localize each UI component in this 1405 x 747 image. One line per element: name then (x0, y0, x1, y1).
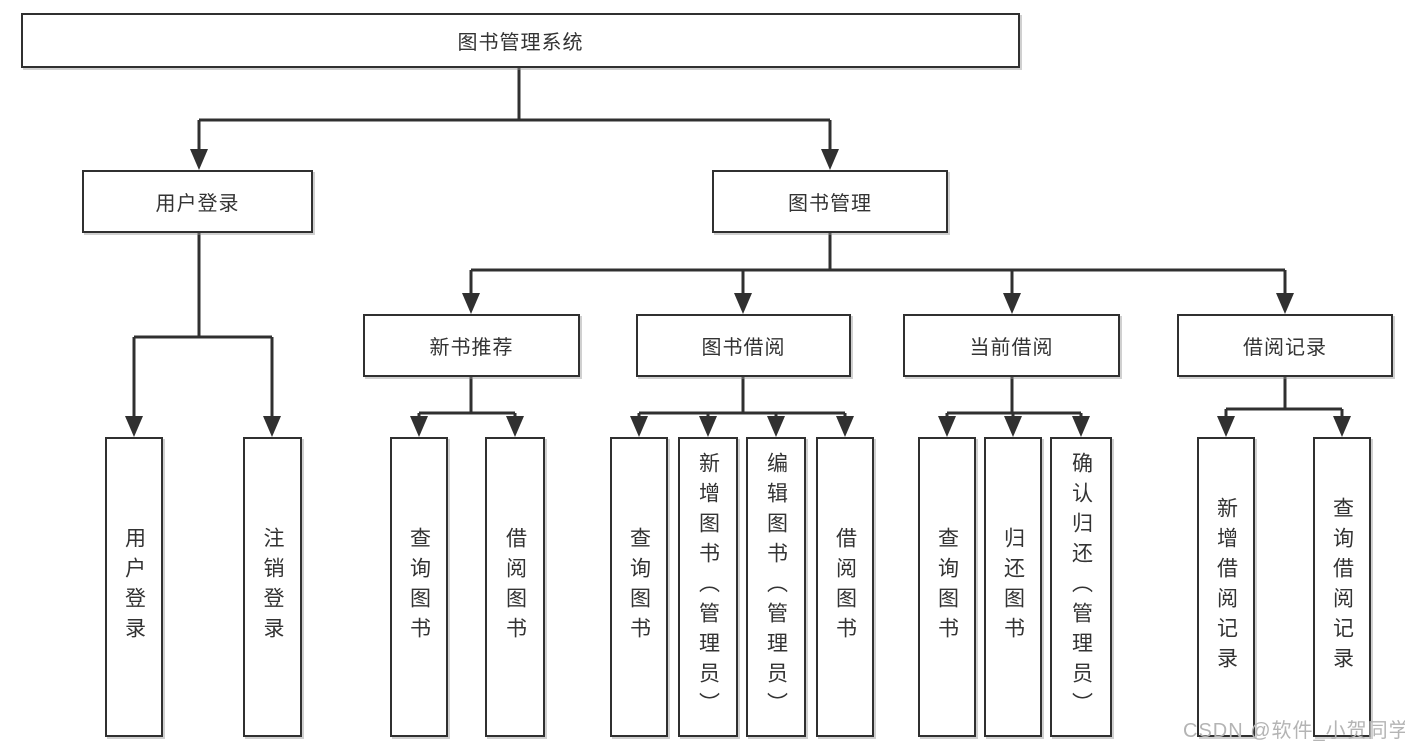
arrowhead-icon (767, 416, 785, 437)
leaf-edit-book-admin: 编辑图书（管理员） (746, 437, 806, 737)
leaf-borrow-books-recommend: 借阅图书 (485, 437, 545, 737)
leaf-add-book-admin-label: 新增图书（管理员） (696, 452, 720, 722)
node-new-book-recommend: 新书推荐 (363, 314, 580, 377)
node-borrow-records-label: 借阅记录 (1243, 337, 1327, 359)
leaf-return-books: 归还图书 (984, 437, 1042, 737)
node-borrow-records: 借阅记录 (1177, 314, 1393, 377)
leaf-confirm-return-admin: 确认归还（管理员） (1050, 437, 1112, 737)
csdn-watermark: CSDN @软件_小贺同学 (1183, 720, 1405, 742)
arrowhead-icon (263, 416, 281, 437)
leaf-user-login: 用户登录 (105, 437, 163, 737)
arrowhead-icon (1003, 293, 1021, 314)
leaf-query-borrow-record-label: 查询借阅记录 (1330, 497, 1354, 677)
node-book-borrow: 图书借阅 (636, 314, 851, 377)
connector-borrow-records-to-leaves (1224, 377, 1344, 424)
leaf-logout-label: 注销登录 (261, 527, 284, 647)
arrowhead-icon (125, 416, 143, 437)
leaf-user-login-label: 用户登录 (122, 527, 146, 647)
arrowhead-icon (410, 416, 428, 437)
arrowhead-icon (734, 293, 752, 314)
arrowhead-icon (1333, 416, 1351, 437)
leaf-query-books-borrow-label: 查询图书 (627, 527, 651, 647)
leaf-query-books-current-label: 查询图书 (935, 527, 959, 647)
connector-book-management-to-level3 (469, 233, 1287, 300)
connector-root-to-level2 (197, 68, 832, 156)
arrowhead-icon (699, 416, 717, 437)
leaf-query-books-borrow: 查询图书 (610, 437, 668, 737)
arrowhead-icon (836, 416, 854, 437)
arrowhead-icon (630, 416, 648, 437)
leaf-return-books-label: 归还图书 (1001, 527, 1025, 647)
arrowhead-icon (1072, 416, 1090, 437)
node-root-label: 图书管理系统 (457, 32, 584, 54)
leaf-edit-book-admin-label: 编辑图书（管理员） (764, 452, 788, 722)
arrowhead-icon (1217, 416, 1235, 437)
arrowhead-icon (190, 149, 208, 170)
leaf-query-books-recommend-label: 查询图书 (407, 527, 431, 647)
arrowhead-icon (821, 149, 839, 170)
node-current-borrow: 当前借阅 (903, 314, 1120, 377)
connector-book-borrow-to-leaves (637, 377, 847, 424)
leaf-add-book-admin: 新增图书（管理员） (678, 437, 738, 737)
connector-user-login-to-leaves (132, 233, 274, 424)
node-user-login: 用户登录 (82, 170, 313, 233)
leaf-borrow-books: 借阅图书 (816, 437, 874, 737)
leaf-add-borrow-record: 新增借阅记录 (1197, 437, 1255, 737)
node-user-login-label: 用户登录 (155, 193, 240, 215)
leaf-borrow-books-recommend-label: 借阅图书 (503, 527, 527, 647)
node-new-book-recommend-label: 新书推荐 (429, 337, 514, 359)
node-current-borrow-label: 当前借阅 (969, 337, 1054, 359)
leaf-query-books-recommend: 查询图书 (390, 437, 448, 737)
leaf-borrow-books-label: 借阅图书 (833, 527, 857, 647)
node-book-borrow-label: 图书借阅 (701, 337, 786, 359)
leaf-logout: 注销登录 (243, 437, 302, 737)
leaf-query-borrow-record: 查询借阅记录 (1313, 437, 1371, 737)
leaf-confirm-return-admin-label: 确认归还（管理员） (1069, 452, 1093, 722)
leaf-add-borrow-record-label: 新增借阅记录 (1214, 497, 1238, 677)
arrowhead-icon (506, 416, 524, 437)
arrowhead-icon (938, 416, 956, 437)
arrowhead-icon (1004, 416, 1022, 437)
node-book-management: 图书管理 (712, 170, 948, 233)
arrowhead-icon (1276, 293, 1294, 314)
node-root: 图书管理系统 (21, 13, 1020, 68)
arrowhead-icons (125, 149, 1351, 437)
leaf-query-books-current: 查询图书 (918, 437, 976, 737)
arrowhead-icon (462, 293, 480, 314)
connector-new-book-to-leaves (417, 377, 517, 424)
node-book-management-label: 图书管理 (788, 193, 872, 215)
